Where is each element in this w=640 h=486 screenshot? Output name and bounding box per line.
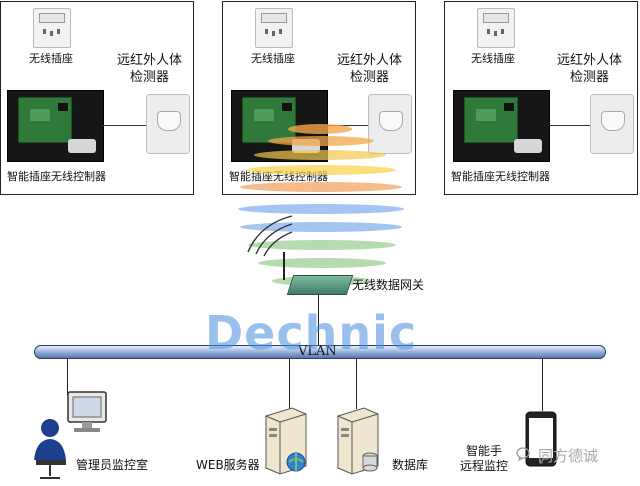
mobile-label-line1: 智能手 bbox=[466, 444, 503, 458]
web-server-drop-line bbox=[289, 359, 290, 409]
smartphone-icon bbox=[525, 411, 557, 467]
gateway-to-bus-line bbox=[318, 294, 319, 346]
vlan-label: VLAN bbox=[298, 344, 337, 359]
connector-line bbox=[102, 125, 146, 126]
gateway-device-icon bbox=[286, 275, 354, 295]
database-label: 数据库 bbox=[392, 458, 429, 472]
connector-line bbox=[548, 125, 590, 126]
subsystem-panel-1: 无线插座 远红外人体 检测器 智能插座无线控制器 bbox=[0, 1, 194, 195]
wireless-socket bbox=[255, 8, 293, 48]
wireless-signal-icon bbox=[247, 215, 293, 257]
mobile-drop-line bbox=[542, 359, 543, 411]
wireless-socket bbox=[33, 8, 71, 48]
pir-detector bbox=[146, 94, 190, 154]
socket-label: 无线插座 bbox=[471, 52, 515, 65]
pir-detector bbox=[368, 94, 412, 154]
mobile-label-line2: 远程监控 bbox=[460, 459, 509, 473]
admin-workstation-icon bbox=[34, 391, 107, 479]
controller-label: 智能插座无线控制器 bbox=[451, 170, 550, 183]
detector-label: 远红外人体 检测器 bbox=[337, 53, 403, 85]
gateway-label: 无线数据网关 bbox=[352, 278, 425, 292]
vlan-bus bbox=[34, 345, 606, 359]
chat-bubble-icon bbox=[516, 447, 530, 462]
wireless-socket bbox=[477, 8, 515, 48]
wireless-controller-board bbox=[7, 90, 104, 162]
database-drop-line bbox=[356, 359, 357, 409]
admin-label: 管理员监控室 bbox=[76, 458, 149, 472]
socket-label: 无线插座 bbox=[251, 52, 295, 65]
socket-label: 无线插座 bbox=[29, 52, 73, 65]
dechnic-watermark: Dechnic bbox=[205, 306, 418, 360]
subsystem-panel-3: 无线插座 远红外人体 检测器 智能插座无线控制器 bbox=[444, 1, 638, 195]
gateway-antenna bbox=[283, 252, 285, 280]
detector-label: 远红外人体 检测器 bbox=[117, 53, 183, 85]
admin-drop-line bbox=[67, 359, 68, 395]
web-server-icon bbox=[265, 407, 307, 475]
web-server-label: WEB服务器 bbox=[196, 458, 260, 472]
subsystem-panel-2: 无线插座 远红外人体 检测器 智能插座无线控制器 bbox=[222, 1, 416, 195]
controller-label: 智能插座无线控制器 bbox=[7, 170, 106, 183]
brand-watermark: 同方德诚 bbox=[538, 447, 599, 465]
detector-label: 远红外人体 检测器 bbox=[557, 53, 623, 85]
wireless-controller-board bbox=[453, 90, 550, 162]
pir-detector bbox=[590, 94, 634, 154]
database-icon bbox=[337, 407, 379, 475]
